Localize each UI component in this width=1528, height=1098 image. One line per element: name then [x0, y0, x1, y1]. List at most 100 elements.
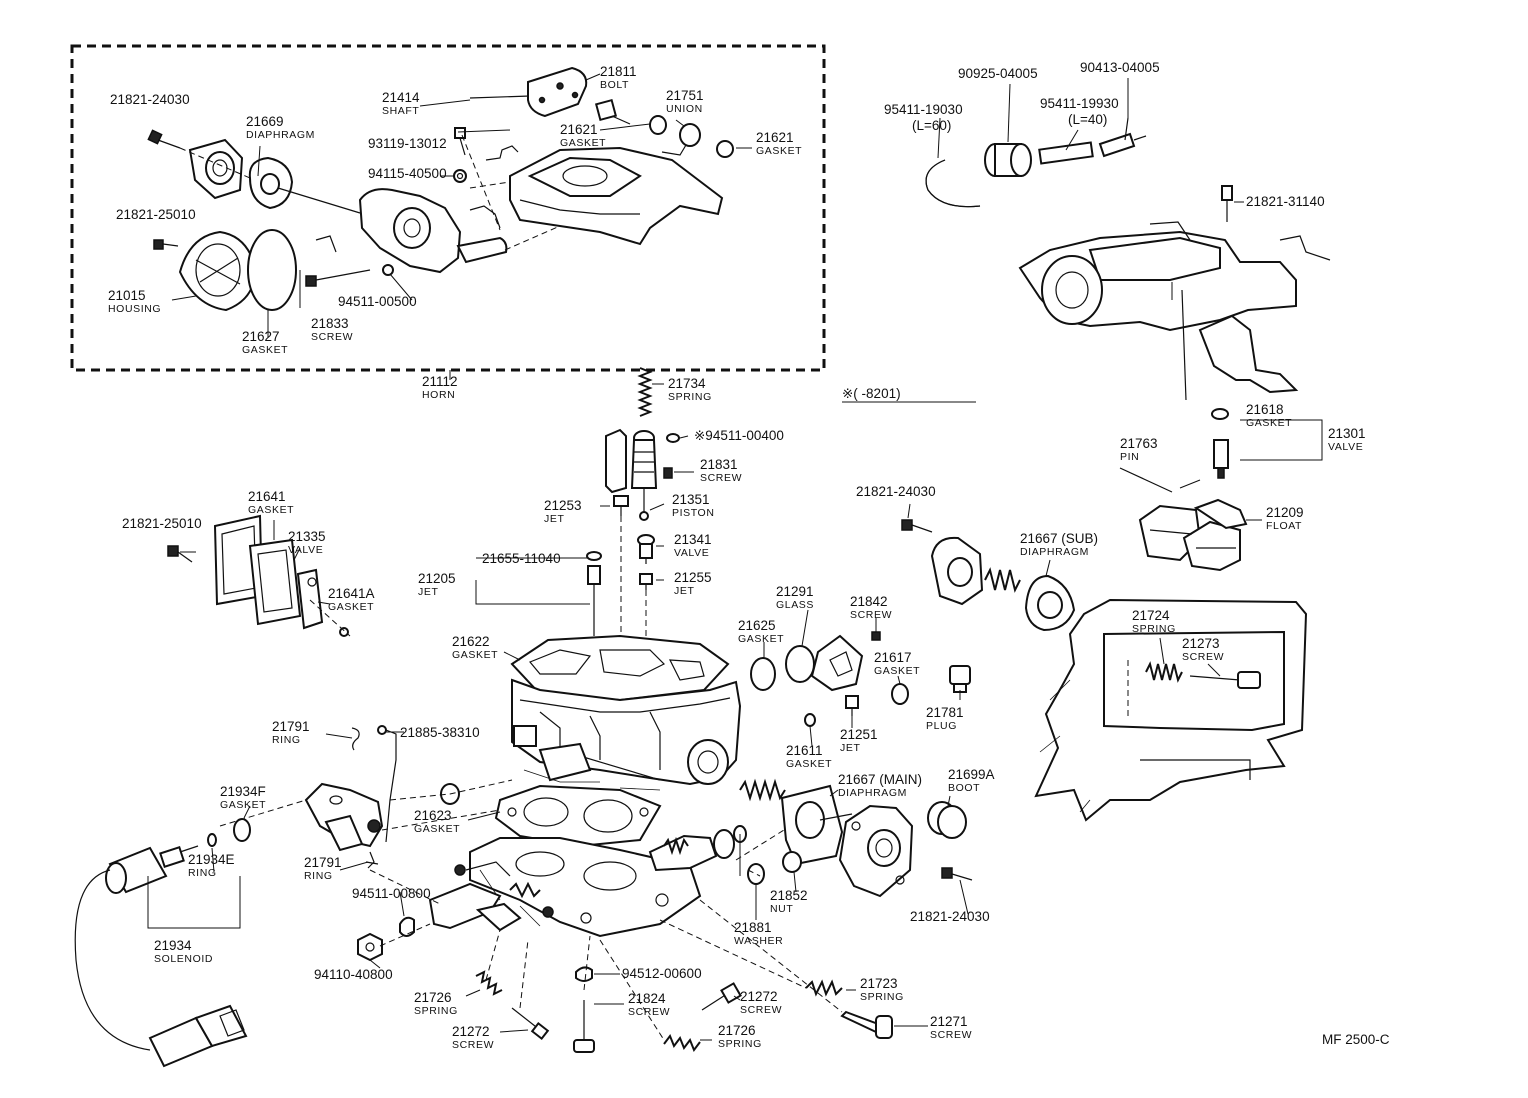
- part-number: 21699A: [948, 767, 995, 782]
- part-number: 21751: [666, 88, 704, 103]
- part-number: 21934: [154, 938, 192, 953]
- part-label-l51: 21885-38310: [400, 725, 480, 740]
- part-number: 21625: [738, 618, 776, 633]
- part-number: 21831: [700, 457, 738, 472]
- part-number: 21724: [1132, 608, 1170, 623]
- part-description: DIAPHRAGM: [1020, 546, 1089, 558]
- spring-21726-right: [663, 1033, 701, 1053]
- part-number: 95411-19930: [1040, 96, 1119, 111]
- part-description: SCREW: [850, 609, 892, 621]
- part-number: 21414: [382, 90, 420, 105]
- gasket-21625: [750, 657, 776, 691]
- part-description: GASKET: [452, 649, 498, 661]
- part-number: 21824: [628, 991, 666, 1006]
- bolt-21821-31140: [1221, 185, 1233, 222]
- part-number: 21781: [926, 705, 964, 720]
- valve-21335: [248, 538, 302, 626]
- screw-21272-left: [511, 1007, 550, 1041]
- pin-21763: [1119, 467, 1173, 493]
- rod-21885-38310: [377, 725, 397, 843]
- valve-21341: [637, 534, 655, 564]
- nut-94110-40800: [357, 932, 383, 962]
- part-description: SPRING: [414, 1005, 458, 1017]
- part-number: 21669: [246, 114, 284, 129]
- bolt-21821-25010-b: [167, 545, 193, 563]
- part-description: SCREW: [930, 1029, 972, 1041]
- part-label-l31: 21821-25010: [122, 516, 202, 531]
- part-number: 21273: [1182, 636, 1220, 651]
- washer-94512-00600: [575, 966, 593, 982]
- part-label-l40: 21667 (SUB)DIAPHRAGM: [1020, 531, 1098, 558]
- ring-21791-upper: [351, 727, 360, 751]
- jet-21251: [845, 695, 859, 716]
- screw-21833: [305, 269, 371, 287]
- part-description: VALVE: [288, 544, 323, 556]
- screw-21842: [871, 631, 881, 641]
- part-description: GASKET: [1246, 417, 1292, 429]
- float-21209: [1138, 498, 1248, 572]
- bracket-horn: [315, 235, 337, 253]
- part-label-l19: 95411-19930(L=40): [1040, 96, 1119, 127]
- part-description: JET: [840, 742, 860, 754]
- part-description: SPRING: [718, 1038, 762, 1050]
- part-description: GLASS: [776, 599, 814, 611]
- spring-21726-left: [475, 970, 503, 996]
- part-label-l14: 94511-00500: [338, 294, 417, 309]
- lever-bracket: [304, 782, 384, 852]
- main-diaphragm-21667: [780, 784, 853, 866]
- part-number: 21852: [770, 888, 808, 903]
- part-label-l38: 21821-24030: [856, 484, 936, 499]
- piston-sleeve: [605, 428, 627, 494]
- part-label-l52: 21667 (MAIN)DIAPHRAGM: [838, 772, 922, 799]
- spring-21734: [637, 367, 653, 417]
- lever-upper: [538, 742, 592, 782]
- boot-21699a: [927, 801, 967, 839]
- bolt-21821-25010-a: [153, 239, 179, 250]
- washer-94511-00500: [382, 264, 394, 276]
- part-description: DIAPHRAGM: [246, 129, 315, 141]
- part-description: NUT: [770, 903, 793, 915]
- part-description: GASKET: [248, 504, 294, 516]
- vacuum-fitting-center: [648, 825, 747, 872]
- part-description: GASKET: [738, 633, 784, 645]
- part-number: 21821-25010: [122, 516, 202, 531]
- part-description: DIAPHRAGM: [838, 787, 907, 799]
- spring-main-diaphragm: [739, 778, 786, 802]
- part-description: RING: [304, 870, 333, 882]
- part-number: 21209: [1266, 505, 1304, 520]
- part-description: SCREW: [740, 1004, 782, 1016]
- part-number: 21726: [718, 1023, 756, 1038]
- carb-lower-body-right: [1034, 598, 1308, 822]
- fitting-90413-04005: [1098, 117, 1147, 158]
- hose-95411-19030: [925, 159, 981, 208]
- main-diaphragm-cover: [838, 804, 914, 898]
- gasket-21617: [891, 683, 909, 705]
- part-number: 21885-38310: [400, 725, 480, 740]
- part-description: VALVE: [674, 547, 709, 559]
- part-number: 21821-24030: [910, 909, 990, 924]
- diagram-reference-code: MF 2500-C: [1322, 1032, 1390, 1047]
- part-label-l58: 94511-00800: [352, 886, 431, 901]
- part-number: 21272: [740, 989, 778, 1004]
- part-description: JET: [544, 513, 564, 525]
- part-label-l01: 21821-24030: [110, 92, 190, 107]
- part-number: 21667 (MAIN): [838, 772, 922, 787]
- horn-assembly-box: [70, 44, 826, 372]
